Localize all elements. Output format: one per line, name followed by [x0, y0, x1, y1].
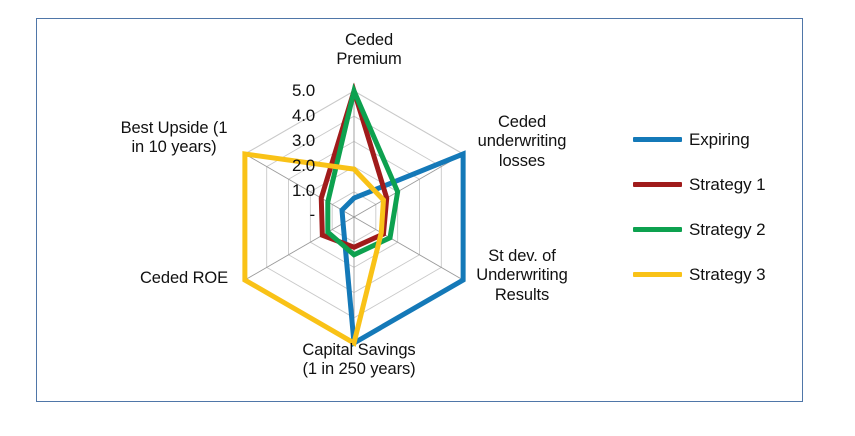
- axis-spoke-2: [353, 216, 464, 281]
- tick-label-1: 1.0: [291, 181, 315, 200]
- legend-item-strategy-1[interactable]: Strategy 1: [633, 162, 803, 207]
- legend-swatch-icon: [633, 227, 682, 232]
- axis-label-best-upside: Best Upside (1 in 10 years): [120, 119, 228, 157]
- legend-label: Strategy 3: [689, 264, 766, 284]
- axis-spoke-4: [244, 216, 355, 281]
- axis-label-capital-savings: Capital Savings (1 in 250 years): [302, 341, 416, 379]
- tick-label-3: 3.0: [291, 131, 315, 150]
- series-line-strategy-2[interactable]: [325, 83, 401, 258]
- series-line-strategy-3[interactable]: [242, 151, 387, 347]
- axis-label-st-dev-underwriting-results: St dev. of Underwriting Results: [476, 247, 568, 304]
- legend-label: Expiring: [689, 129, 750, 149]
- axis-label-ceded-premium: Ceded Premium: [336, 31, 402, 69]
- legend-label: Strategy 1: [689, 174, 766, 194]
- radar-chart-svg: [242, 82, 466, 348]
- legend-swatch-icon: [633, 272, 682, 277]
- legend-item-strategy-2[interactable]: Strategy 2: [633, 207, 803, 252]
- axis-spoke-1: [353, 153, 464, 218]
- radar-plot-area: Ceded Premium Ceded underwriting losses …: [37, 19, 804, 403]
- tick-label-2: 2.0: [291, 156, 315, 175]
- legend-label: Strategy 2: [689, 219, 766, 239]
- series-line-strategy-1[interactable]: [318, 82, 390, 250]
- legend-item-expiring[interactable]: Expiring: [633, 117, 803, 162]
- axis-label-ceded-roe: Ceded ROE: [139, 269, 229, 287]
- axis-spoke-5: [244, 153, 355, 218]
- legend-swatch-icon: [633, 182, 682, 187]
- legend-item-strategy-3[interactable]: Strategy 3: [633, 252, 803, 297]
- tick-label-4: 4.0: [291, 106, 315, 125]
- legend-swatch-icon: [633, 137, 682, 142]
- axis-label-ceded-underwriting-losses: Ceded underwriting losses: [477, 113, 567, 170]
- chart-frame: Ceded Premium Ceded underwriting losses …: [36, 18, 803, 402]
- tick-label-0: -: [309, 205, 316, 224]
- tick-label-5: 5.0: [291, 81, 315, 100]
